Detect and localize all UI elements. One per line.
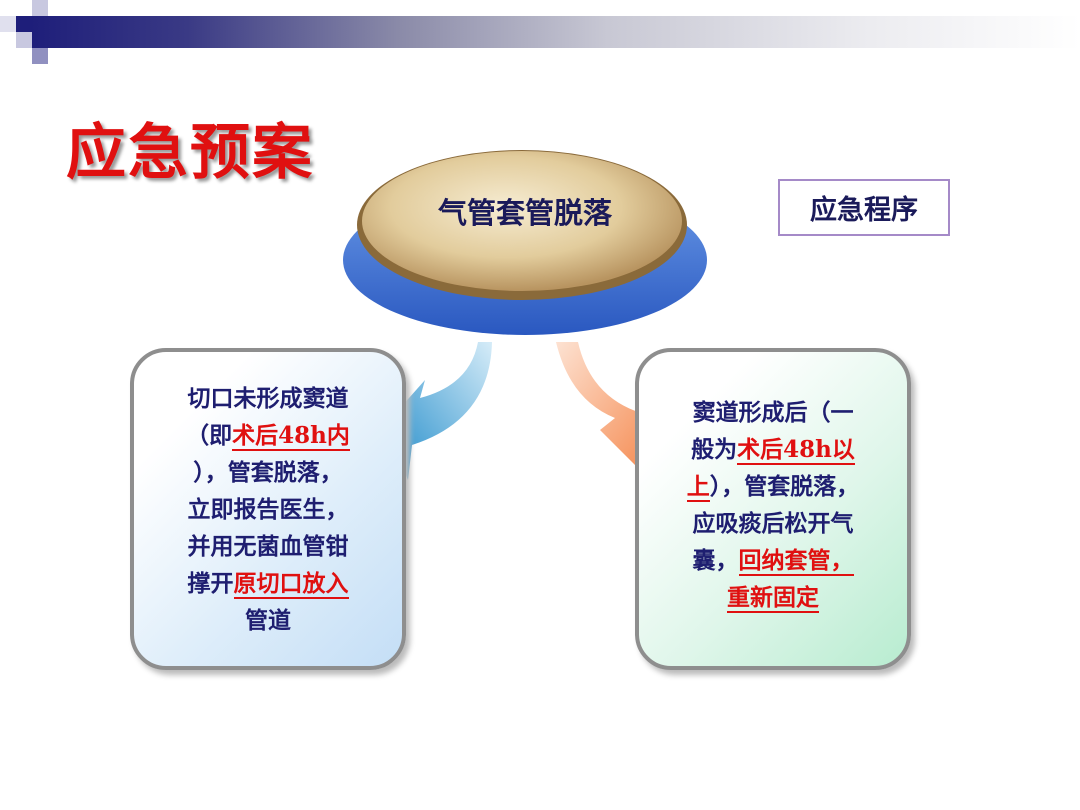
box-text: ），管套脱落，	[193, 459, 343, 486]
highlight-text: 上	[686, 473, 710, 502]
decor-square	[32, 48, 48, 64]
box-line: 撑开原切口放入	[144, 565, 392, 602]
decor-square	[16, 32, 32, 48]
box-text: （即	[186, 422, 233, 449]
box-text: 立即报告医生，	[187, 496, 349, 523]
decor-square	[16, 16, 32, 32]
highlight-text: 重新固定	[727, 584, 819, 613]
box-line: 窦道形成后（一	[649, 394, 897, 431]
highlight-text: 原切口放入	[233, 570, 349, 599]
box-line: 并用无菌血管钳	[144, 528, 392, 565]
decor-square	[0, 16, 16, 32]
slide-title: 应急预案	[66, 118, 314, 188]
box-text: 切口未形成窦道	[187, 385, 349, 412]
box-line: 应吸痰后松开气	[649, 505, 897, 542]
box-text: 般为	[691, 436, 738, 463]
center-label: 气管套管脱落	[437, 196, 612, 230]
box-line: 上），管套脱落，	[649, 468, 897, 505]
left-arrow-icon	[385, 342, 492, 480]
highlight-text: 术后48h以	[737, 436, 855, 465]
box-text: 管道	[245, 607, 291, 634]
box-line: 般为术后48h以	[649, 431, 897, 468]
box-line: 切口未形成窦道	[144, 380, 392, 417]
box-line: ），管套脱落，	[144, 454, 392, 491]
box-line: 立即报告医生，	[144, 491, 392, 528]
box-text: ），管套脱落，	[709, 473, 860, 500]
box-text: 并用无菌血管钳	[187, 533, 349, 560]
box-line: 重新固定	[649, 579, 897, 616]
box-line: 管道	[144, 602, 392, 639]
procedure-label-box: 应急程序	[778, 179, 950, 236]
box-text: 撑开	[187, 570, 234, 597]
box-text: 囊，	[692, 547, 739, 574]
center-disc	[343, 150, 707, 335]
right-info-box: 窦道形成后（一般为术后48h以上），管套脱落，应吸痰后松开气囊，回纳套管，重新固…	[635, 348, 911, 670]
box-line: （即术后48h内	[144, 417, 392, 454]
box-line: 囊，回纳套管，	[649, 542, 897, 579]
left-info-box: 切口未形成窦道（即术后48h内），管套脱落，立即报告医生，并用无菌血管钳撑开原切…	[130, 348, 406, 670]
right-arrow-icon	[556, 342, 655, 470]
highlight-text: 回纳套管，	[738, 547, 854, 576]
box-text: 窦道形成后（一	[692, 399, 854, 426]
highlight-text: 术后48h内	[232, 422, 350, 451]
header-gradient-bar	[30, 16, 1080, 48]
box-text: 应吸痰后松开气	[692, 510, 854, 537]
decor-square	[32, 0, 48, 16]
